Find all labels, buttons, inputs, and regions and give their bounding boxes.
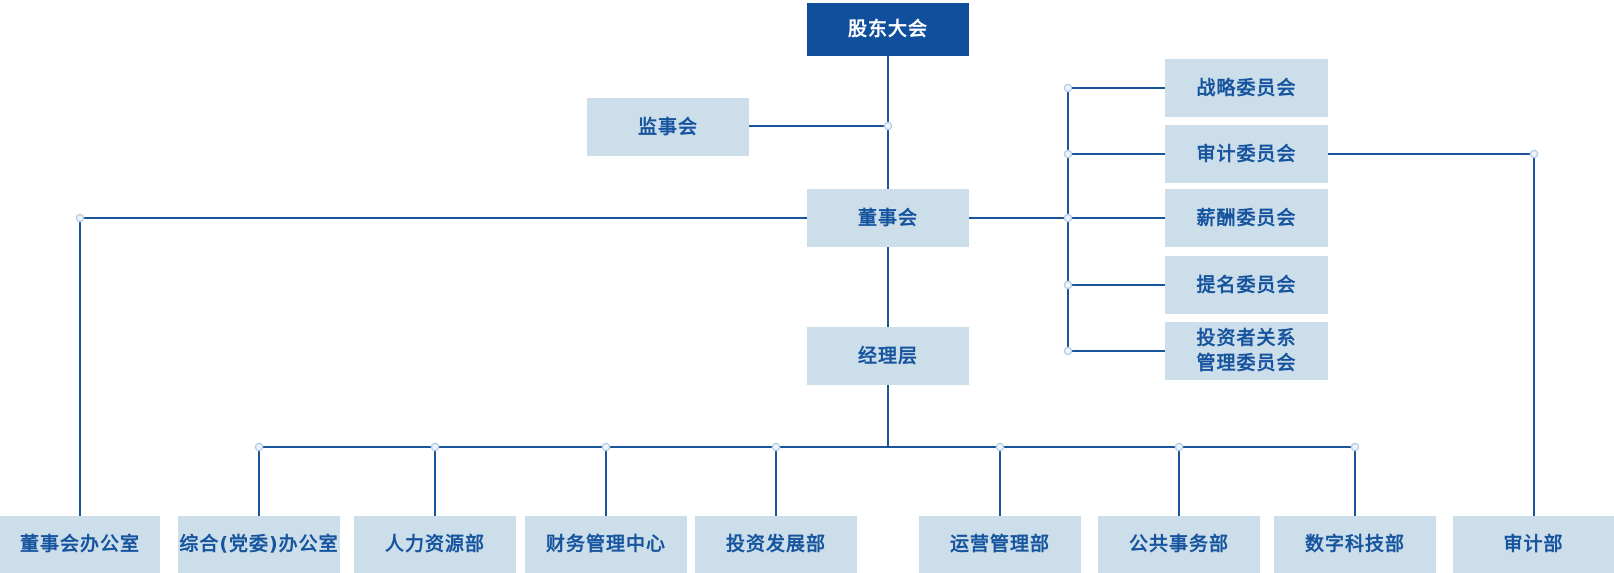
- org-node-label: 薪酬委员会: [1196, 206, 1297, 229]
- org-node-label: 董事会办公室: [19, 533, 140, 556]
- connector-junction-dot: [1063, 83, 1073, 93]
- connector-junction-dot: [771, 442, 781, 452]
- connector-junction-dot: [883, 121, 893, 131]
- org-node-audit-dept[interactable]: 审计部: [1453, 516, 1614, 573]
- org-node-label: 人力资源部: [384, 533, 485, 556]
- connector-junction-dot: [1350, 442, 1360, 452]
- org-node-general-party-office[interactable]: 综合(党委)办公室: [178, 516, 340, 573]
- org-node-label: 投资者关系 管理委员会: [1196, 327, 1297, 374]
- connector-junction-dot: [995, 442, 1005, 452]
- connector-junction-dot: [1529, 149, 1539, 159]
- connector-junction-dot: [430, 442, 440, 452]
- org-node-label: 投资发展部: [725, 533, 826, 556]
- org-node-operations-management-dept[interactable]: 运营管理部: [919, 516, 1081, 573]
- org-node-audit-committee[interactable]: 审计委员会: [1165, 125, 1328, 183]
- connector-junction-dot: [1063, 280, 1073, 290]
- org-node-nomination-committee[interactable]: 提名委员会: [1165, 256, 1328, 314]
- org-node-label: 公共事务部: [1128, 533, 1229, 556]
- org-node-supervisory-board[interactable]: 监事会: [587, 98, 749, 156]
- org-node-label: 审计部: [1503, 533, 1564, 556]
- connector-junction-dot: [601, 442, 611, 452]
- org-node-label: 经理层: [857, 344, 918, 367]
- org-node-label: 董事会: [857, 206, 918, 229]
- connector-junction-dot: [75, 213, 85, 223]
- connector-junction-dot: [1063, 346, 1073, 356]
- org-node-label: 综合(党委)办公室: [179, 533, 339, 556]
- org-node-finance-management-center[interactable]: 财务管理中心: [525, 516, 687, 573]
- org-node-board-office[interactable]: 董事会办公室: [0, 516, 160, 573]
- org-node-strategy-committee[interactable]: 战略委员会: [1165, 59, 1328, 117]
- org-node-label: 战略委员会: [1196, 76, 1297, 99]
- org-node-management[interactable]: 经理层: [807, 327, 969, 385]
- org-node-human-resources-dept[interactable]: 人力资源部: [354, 516, 516, 573]
- org-node-label: 数字科技部: [1304, 533, 1405, 556]
- connector-junction-dot: [1063, 149, 1073, 159]
- connector-junction-dot: [1063, 213, 1073, 223]
- org-node-label: 财务管理中心: [545, 533, 666, 556]
- org-node-shareholders-meeting[interactable]: 股东大会: [807, 3, 969, 56]
- org-node-label: 提名委员会: [1196, 273, 1297, 296]
- connector-junction-dot: [254, 442, 264, 452]
- connector-junction-dot: [1174, 442, 1184, 452]
- org-node-investor-relations-committee[interactable]: 投资者关系 管理委员会: [1165, 322, 1328, 380]
- org-node-digital-technology-dept[interactable]: 数字科技部: [1274, 516, 1436, 573]
- org-node-label: 股东大会: [847, 18, 928, 41]
- org-node-board-of-directors[interactable]: 董事会: [807, 189, 969, 247]
- org-node-remuneration-committee[interactable]: 薪酬委员会: [1165, 189, 1328, 247]
- org-node-label: 运营管理部: [949, 533, 1050, 556]
- org-node-label: 监事会: [637, 115, 698, 138]
- org-node-investment-development-dept[interactable]: 投资发展部: [695, 516, 857, 573]
- org-node-label: 审计委员会: [1196, 142, 1297, 165]
- org-node-public-affairs-dept[interactable]: 公共事务部: [1098, 516, 1260, 573]
